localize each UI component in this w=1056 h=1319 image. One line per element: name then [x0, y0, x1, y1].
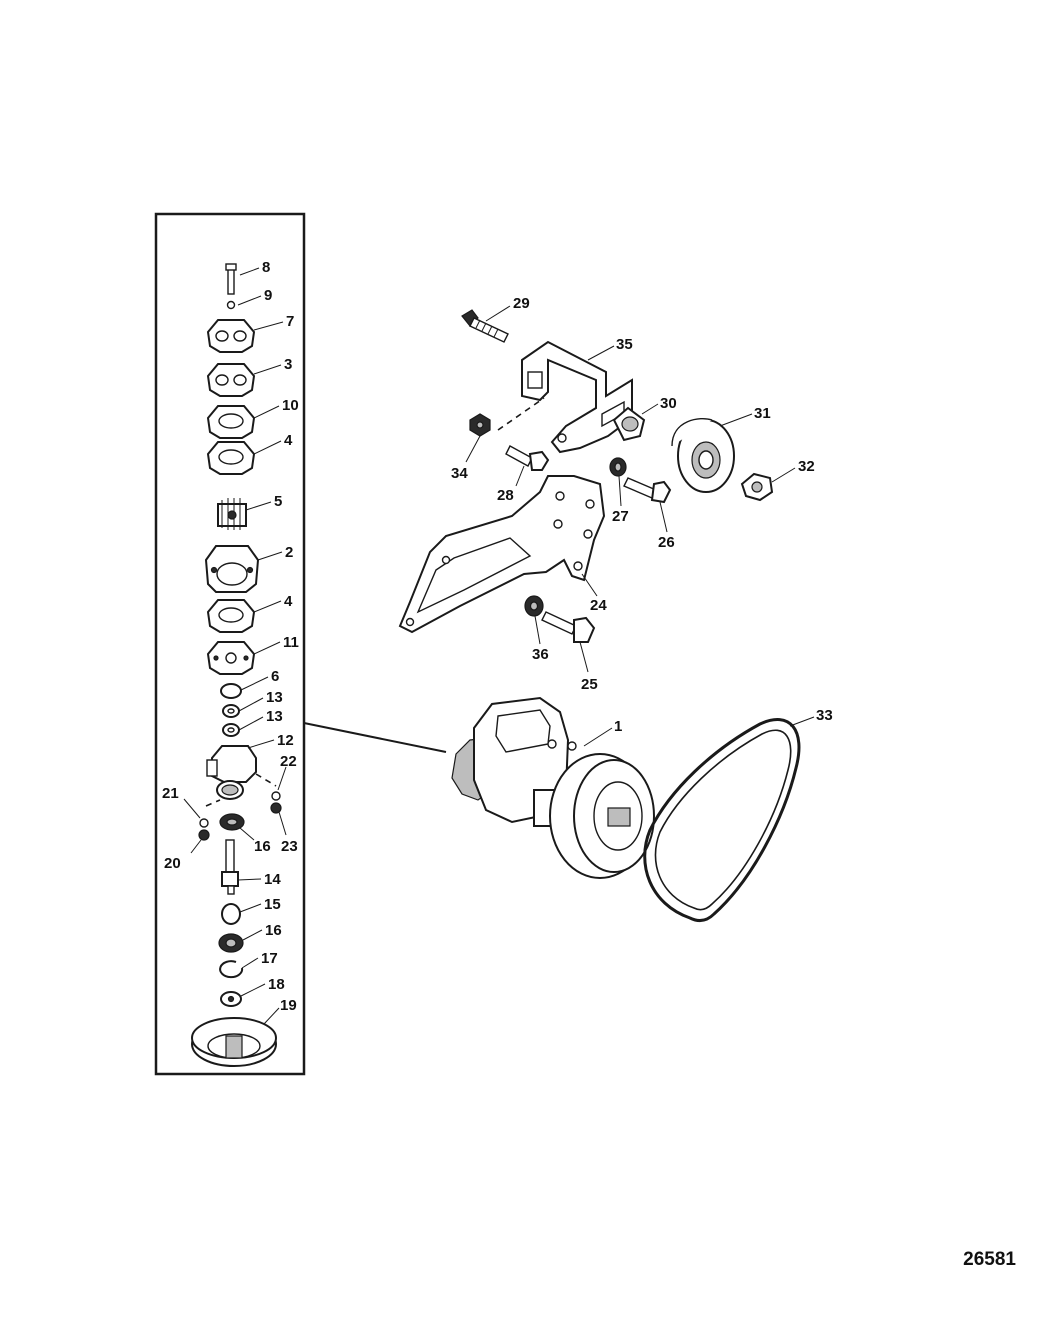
- callout-30: 30: [660, 395, 677, 412]
- part-23-nut-icon: [270, 802, 282, 814]
- part-24-mounting-bracket-icon: [398, 475, 606, 634]
- callout-31: 31: [754, 405, 771, 422]
- part-14-shaft-icon: [221, 839, 239, 895]
- part-16-bearing-lower-icon: [218, 933, 244, 953]
- callout-27: 27: [612, 508, 629, 525]
- part-11-wear-plate-icon: [206, 641, 256, 675]
- callout-26: 26: [658, 534, 675, 551]
- callout-2: 2: [285, 544, 293, 561]
- part-2-pump-body-icon: [204, 545, 260, 593]
- callout-20: 20: [164, 855, 181, 872]
- part-20-nut-icon: [198, 829, 210, 841]
- callout-12: 12: [277, 732, 294, 749]
- callout-35: 35: [616, 336, 633, 353]
- callout-32: 32: [798, 458, 815, 475]
- dash-line-35: [497, 397, 545, 431]
- callout-34: 34: [451, 465, 468, 482]
- callout-9: 9: [264, 287, 272, 304]
- callout-25: 25: [581, 676, 598, 693]
- exploded-view-panel: [154, 212, 306, 1076]
- callout-7: 7: [286, 313, 294, 330]
- part-25-bolt-icon: [541, 611, 596, 643]
- part-17-snap-ring-icon: [219, 960, 244, 979]
- part-34-nut-icon: [469, 413, 491, 437]
- part-16-bearing-upper-icon: [219, 813, 245, 831]
- part-29-stud-icon: [461, 309, 509, 343]
- callout-13-upper: 13: [266, 689, 283, 706]
- part-18-washer-icon: [220, 991, 242, 1007]
- callout-4-lower: 4: [284, 593, 293, 610]
- part-22-washer-icon: [271, 791, 281, 801]
- leader-lines: [183, 267, 815, 1025]
- part-12-housing-icon: [206, 745, 257, 800]
- part-32-nut-icon: [740, 472, 774, 502]
- callout-3: 3: [284, 356, 292, 373]
- part-21-washer-icon: [199, 818, 209, 828]
- dash-line-right: [255, 773, 277, 787]
- figure-number: 26581: [963, 1249, 1016, 1270]
- part-1-seawater-pump-icon: [451, 696, 655, 879]
- part-3-gasket-icon: [206, 363, 256, 397]
- callout-14: 14: [264, 871, 281, 888]
- part-5-impeller-icon: [217, 498, 247, 530]
- callout-10: 10: [282, 397, 299, 414]
- panel-connector-line: [303, 722, 447, 753]
- part-30-spacer-icon: [612, 406, 646, 442]
- part-28-bolt-icon: [505, 445, 550, 471]
- callout-28: 28: [497, 487, 514, 504]
- callout-17: 17: [261, 950, 278, 967]
- part-6-o-ring-icon: [220, 683, 242, 699]
- part-33-drive-belt-icon: [643, 718, 801, 923]
- callout-5: 5: [274, 493, 282, 510]
- callout-1: 1: [614, 718, 622, 735]
- part-36-washer-icon: [524, 595, 544, 617]
- callout-33: 33: [816, 707, 833, 724]
- dash-line-left: [205, 799, 221, 807]
- callout-16-lower: 16: [265, 922, 282, 939]
- callout-23: 23: [281, 838, 298, 855]
- part-26-bolt-icon: [623, 477, 672, 504]
- part-31-idler-pulley-icon: [671, 417, 735, 493]
- callout-4-upper: 4: [284, 432, 293, 449]
- callout-11: 11: [283, 634, 299, 651]
- part-9-washer-icon: [226, 300, 236, 310]
- part-13-seal-upper-icon: [222, 704, 240, 718]
- callout-15: 15: [264, 896, 281, 913]
- part-19-pulley-icon: [191, 1017, 277, 1067]
- callout-36: 36: [532, 646, 549, 663]
- callout-19: 19: [280, 997, 297, 1014]
- callout-8: 8: [262, 259, 270, 276]
- part-4-gasket-lower-icon: [206, 599, 256, 633]
- callout-22: 22: [280, 753, 297, 770]
- part-4-gasket-upper-icon: [206, 441, 256, 475]
- callout-29: 29: [513, 295, 530, 312]
- part-13-seal-lower-icon: [222, 723, 240, 737]
- callout-24: 24: [590, 597, 607, 614]
- callout-16-upper: 16: [254, 838, 271, 855]
- part-10-wear-plate-icon: [206, 405, 256, 439]
- part-35-bracket-icon: [521, 340, 633, 454]
- callout-21: 21: [162, 785, 179, 802]
- callout-6: 6: [271, 668, 279, 685]
- callout-13-lower: 13: [266, 708, 283, 725]
- part-27-washer-icon: [609, 457, 627, 477]
- part-7-cover-plate-icon: [206, 319, 256, 353]
- callout-18: 18: [268, 976, 285, 993]
- part-8-screw-icon: [225, 263, 237, 295]
- part-15-sleeve-icon: [221, 903, 241, 925]
